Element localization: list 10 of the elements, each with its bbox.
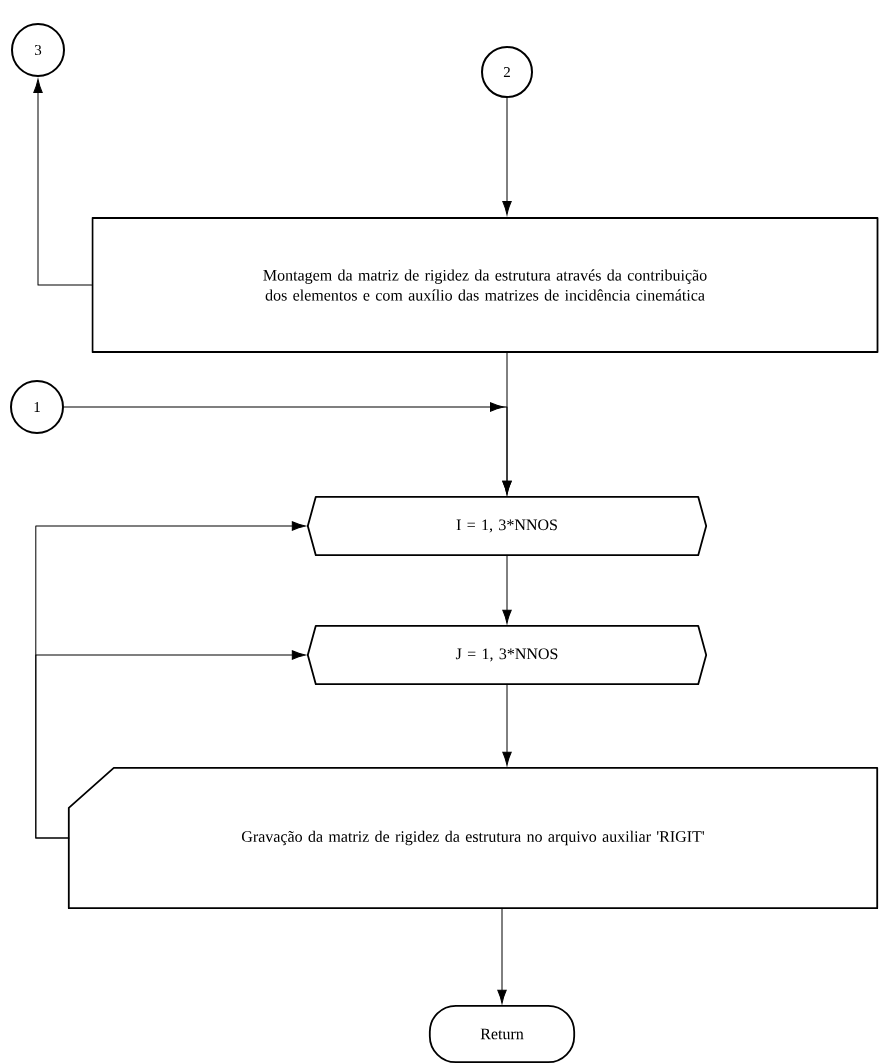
arrow [35,650,306,839]
terminal-box: Return [428,1004,576,1064]
arrow [33,78,93,286]
arrow [502,97,512,216]
arrow [63,402,512,495]
arrow [502,554,512,624]
output-card: Gravação da matriz de rigidez da estrutura no arquivo auxiliar 'RIGIT' [67,766,879,910]
process-box: Montagem da matriz de rigidez da estrutura através da contribuição dos elementos e com auxílio das matrizes de incidência cinemática [91,217,879,353]
arrow [497,907,507,1004]
arrow [502,683,512,766]
